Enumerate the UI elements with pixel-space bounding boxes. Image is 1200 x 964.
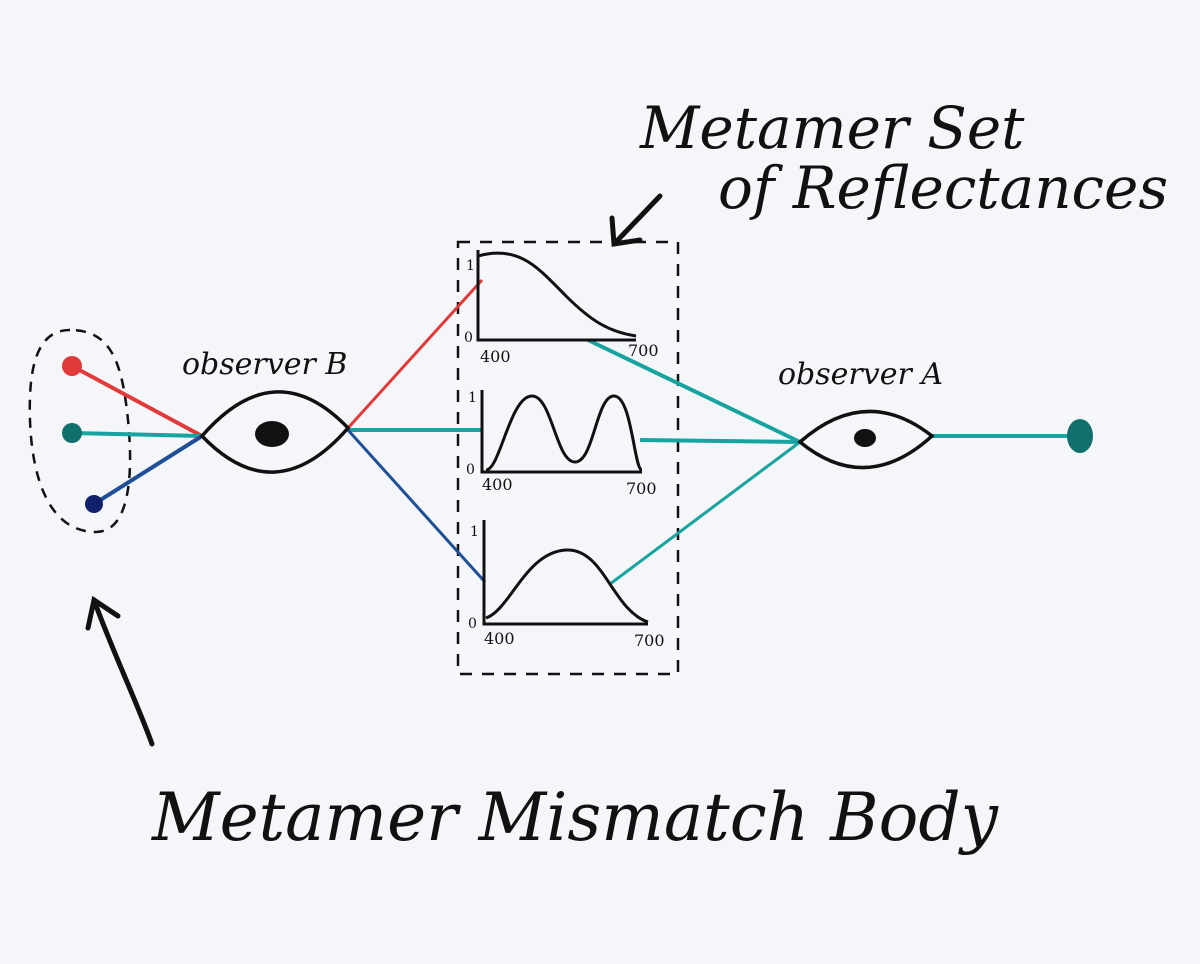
- reflectance-graph-1: 1 0 400 700: [464, 250, 659, 366]
- graph2-to-observer-a-line: [639, 438, 801, 444]
- reflectance-curve-3: [485, 548, 649, 624]
- graph1-y-top: 1: [466, 258, 475, 274]
- teal-light-dot: [62, 423, 82, 443]
- arrow-to-lights-group: [85, 595, 155, 747]
- output-color-dot: [1067, 419, 1093, 453]
- reflectance-graph-2: 1 0 400 700: [466, 390, 657, 498]
- title-top-line1: Metamer Set: [639, 94, 1025, 162]
- graph3-x-max: 700: [634, 631, 665, 650]
- graph3-y-bottom: 0: [468, 616, 477, 632]
- graph1-to-observer-a-line: [587, 338, 801, 444]
- graph2-y-top: 1: [468, 390, 477, 406]
- reflectance-curve-2: [485, 394, 644, 472]
- title-bottom: Metamer Mismatch Body: [151, 779, 999, 856]
- red-light-line: [71, 364, 203, 438]
- reflectance-curve-1: [477, 251, 637, 338]
- observer-b-blue-line: [346, 428, 487, 584]
- graph2-y-bottom: 0: [466, 462, 475, 478]
- blue-light-line: [92, 434, 204, 506]
- observer-b-label: observer B: [182, 347, 347, 382]
- graph1-x-max: 700: [628, 341, 659, 360]
- graph3-x-min: 400: [484, 629, 515, 648]
- observer-a-eye: [797, 409, 935, 470]
- graph1-x-min: 400: [480, 347, 511, 366]
- arrow-to-metamer-set: [609, 193, 663, 247]
- blue-light-dot: [85, 495, 103, 513]
- lights-group-outline: [28, 328, 132, 534]
- graph3-to-observer-a-line: [609, 440, 801, 586]
- graph3-y-top: 1: [470, 524, 479, 540]
- graph2-x-max: 700: [626, 479, 657, 498]
- observer-b-eye: [199, 390, 351, 474]
- graph2-x-min: 400: [482, 475, 513, 494]
- teal-light-line: [71, 431, 203, 438]
- observer-b-red-line: [346, 278, 484, 430]
- reflectance-graph-3: 1 0 400 700: [468, 520, 665, 650]
- observer-a-label: observer A: [778, 357, 943, 392]
- graph1-y-bottom: 0: [464, 330, 473, 346]
- title-top-line2: of Reflectances: [718, 154, 1168, 222]
- metamer-set-box: [456, 240, 680, 676]
- red-light-dot: [62, 356, 82, 376]
